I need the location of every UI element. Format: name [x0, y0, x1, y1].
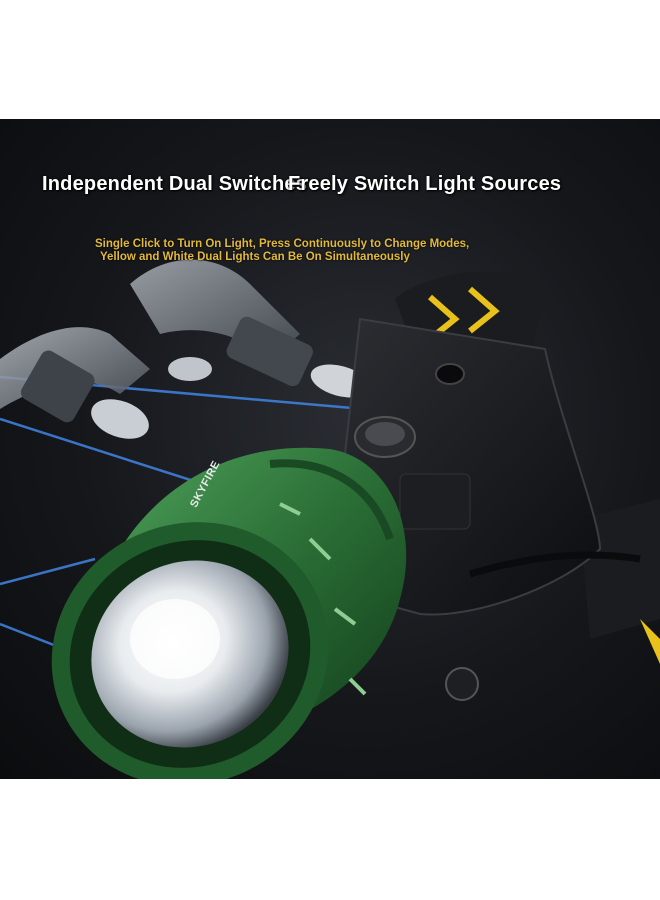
lamp-neck	[399, 473, 471, 530]
headband-strap	[395, 271, 660, 664]
headline-right: Freely Switch Light Sources	[288, 173, 562, 195]
subtitle-line-2: Yellow and White Dual Lights Can Be On S…	[100, 251, 410, 263]
beam-line-4	[0, 557, 96, 586]
headline-left: Independent Dual Switches	[42, 173, 308, 195]
power-button-icon	[354, 416, 416, 458]
adjust-knob	[445, 667, 479, 701]
headlamp-illustration	[0, 259, 660, 779]
subtitle-line-1: Single Click to Turn On Light, Press Con…	[95, 238, 470, 250]
cable	[468, 551, 641, 578]
headlamp-icon	[51, 447, 407, 779]
robot-hand-right	[130, 259, 370, 398]
strap-slot	[435, 363, 465, 385]
product-image-panel: Independent Dual Switches Freely Switch …	[0, 119, 660, 779]
robot-hand-left	[0, 327, 150, 439]
